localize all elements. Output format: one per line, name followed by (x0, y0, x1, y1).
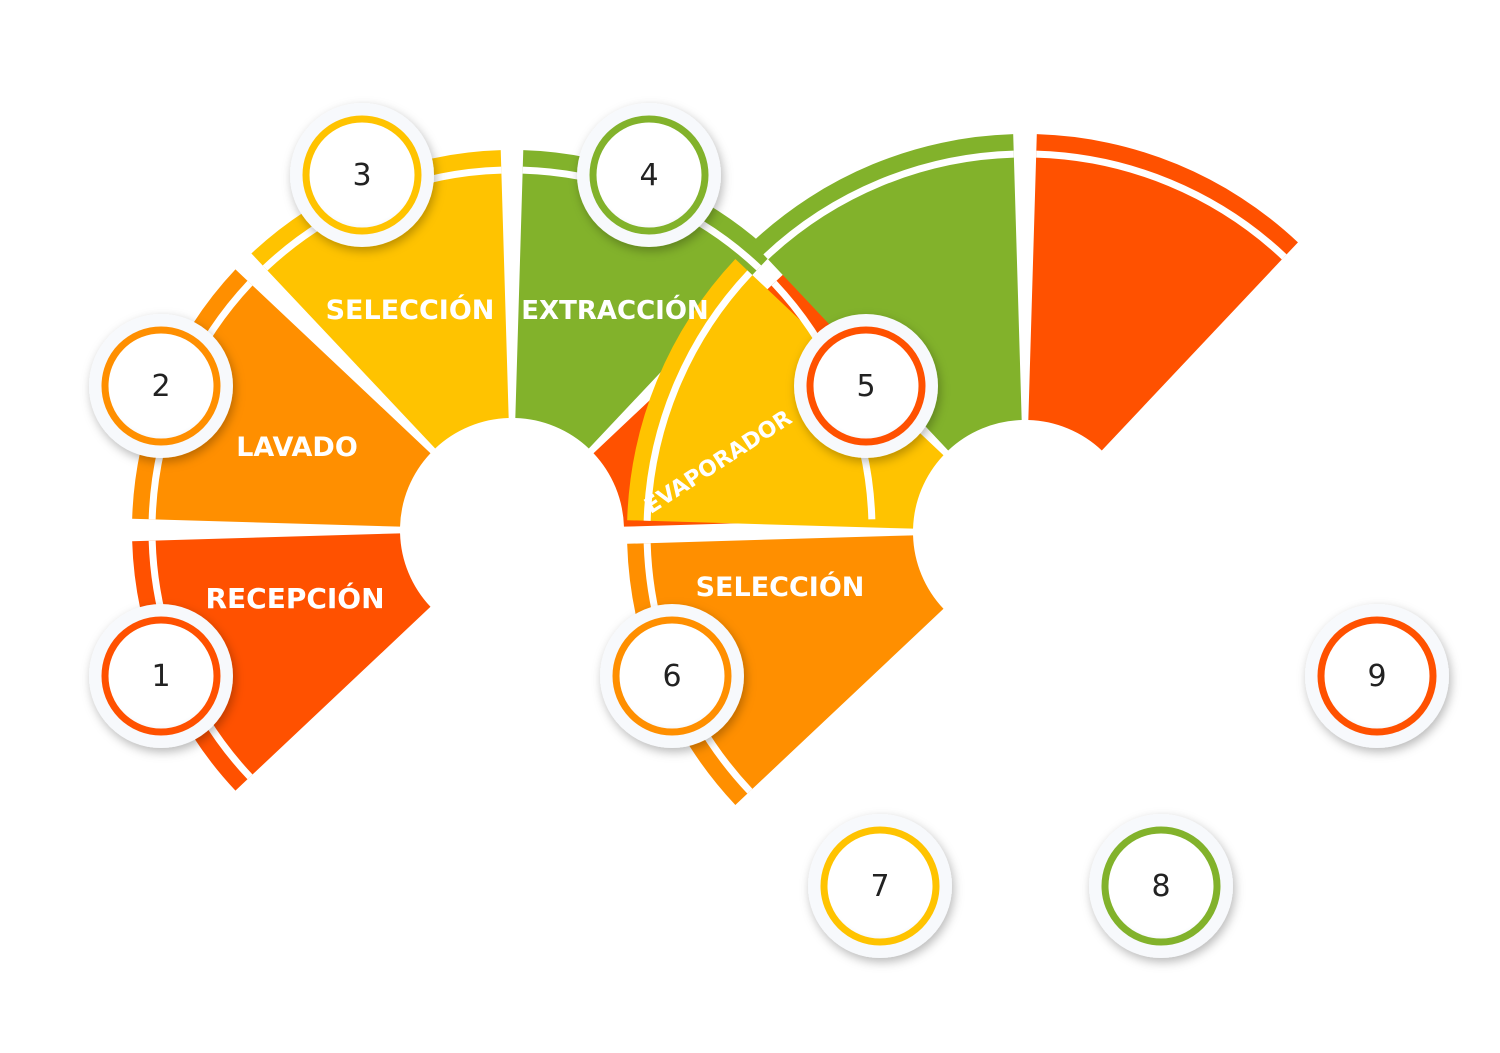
label-seleccion-1: SELECCIÓN (326, 294, 495, 326)
number-8: 8 (1151, 869, 1170, 904)
step-badge-2 (89, 314, 233, 458)
label-lavado: LAVADO (236, 432, 358, 463)
step-badge-8 (1089, 814, 1233, 958)
separator-arc (1036, 150, 1287, 260)
label-envio: ENVÍO (1198, 595, 1293, 627)
badge-color-ring (1101, 826, 1221, 946)
number-5: 5 (856, 369, 875, 404)
badge-color-ring (302, 115, 422, 235)
badge-color-ring (820, 826, 940, 946)
number-9: 9 (1367, 659, 1386, 694)
separator-arc (763, 150, 1014, 260)
step-badge-4 (577, 103, 721, 247)
label-extraccion: EXTRACCIÓN (521, 294, 708, 326)
badge-color-ring (589, 115, 709, 235)
step-badge-5 (794, 314, 938, 458)
step-badge-3 (290, 103, 434, 247)
badge-color-ring (101, 326, 221, 446)
label-congelacion-line-2: -18° (1100, 780, 1153, 806)
badge-color-ring (612, 616, 732, 736)
label-recepcion: RECEPCIÓN (205, 581, 384, 615)
number-3: 3 (352, 158, 371, 193)
badge-color-ring (101, 616, 221, 736)
number-2: 2 (151, 369, 170, 404)
step-badge-9 (1305, 604, 1449, 748)
step-badge-1 (89, 604, 233, 748)
step-badge-6 (600, 604, 744, 748)
number-7: 7 (870, 869, 889, 904)
step-badge-7 (808, 814, 952, 958)
label-seleccion-2: SELECCIÓN (696, 571, 865, 603)
badge-color-ring (806, 326, 926, 446)
number-6: 6 (662, 659, 681, 694)
label-envasado-group: ENVASADO: TAMBORES O TANQUES PIPA (REFRI… (863, 699, 1013, 814)
number-4: 4 (639, 158, 658, 193)
separator-arc (643, 270, 753, 521)
number-1: 1 (151, 659, 170, 694)
badge-color-ring (1317, 616, 1437, 736)
label-congelacion-line-1: CONGELACIÓN (1044, 752, 1231, 780)
